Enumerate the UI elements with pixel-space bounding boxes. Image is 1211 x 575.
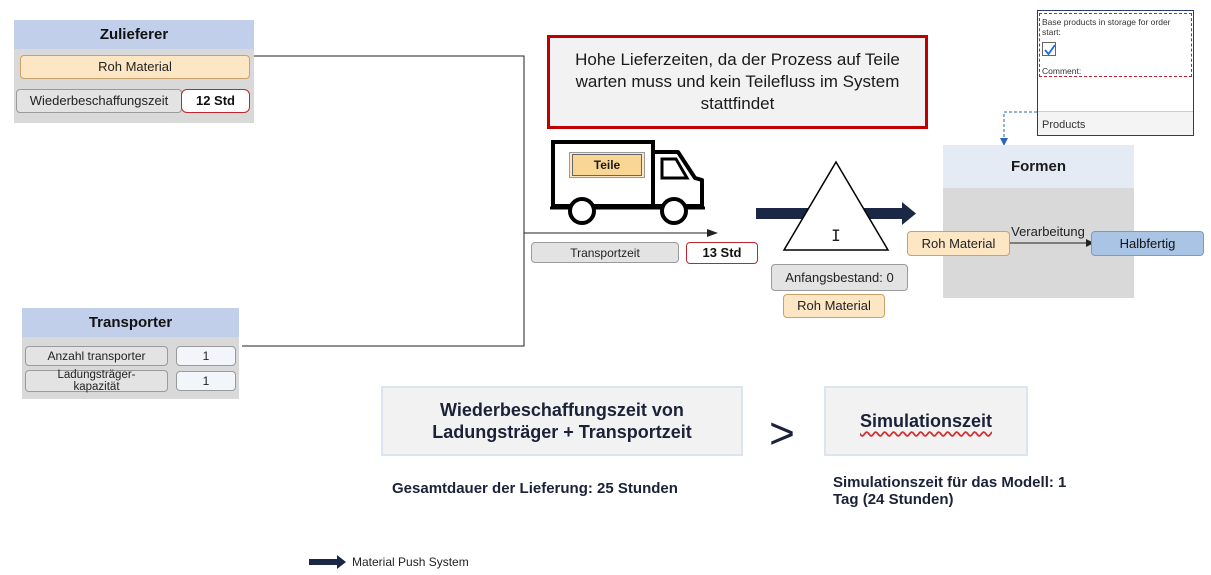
kapazitaet-input[interactable]: 1 xyxy=(176,371,236,391)
truck-wheel-rear xyxy=(568,197,596,225)
wiederbeschaffungszeit-label: Wiederbeschaffungszeit xyxy=(16,89,182,113)
greater-than-operator: > xyxy=(769,409,795,458)
verarbeitung-label: Verarbeitung xyxy=(1011,224,1085,239)
formen-input-material[interactable]: Roh Material xyxy=(907,231,1010,256)
zulieferer-connector xyxy=(254,55,525,233)
truck-window xyxy=(660,157,690,180)
simulationszeit-box-text: Simulationszeit xyxy=(859,410,993,431)
storage-dashed-connector xyxy=(1003,111,1037,140)
truck-arrow-head xyxy=(707,229,718,237)
zulieferer-title: Zulieferer xyxy=(14,20,254,49)
inventory-triangle xyxy=(782,160,890,251)
halbfertig-output[interactable]: Halbfertig xyxy=(1091,231,1204,256)
transportzeit-value[interactable]: 13 Std xyxy=(686,242,758,264)
transporter-connector xyxy=(242,233,525,347)
formen-title: Formen xyxy=(943,145,1134,188)
storage-form-footer: Products xyxy=(1038,111,1193,135)
transporter-panel: Transporter Anzahl transporter 1 Ladungs… xyxy=(22,308,239,399)
formen-panel: Formen xyxy=(943,145,1134,298)
lieferzeit-box: Wiederbeschaffungszeit von Ladungsträger… xyxy=(381,386,743,456)
transportzeit-label: Transportzeit xyxy=(531,242,679,263)
storage-form: Base products in storage for order start… xyxy=(1037,10,1194,136)
push-arrow-head xyxy=(902,202,916,225)
lieferzeit-box-text: Wiederbeschaffungszeit von Ladungsträger… xyxy=(432,400,692,442)
storage-form-comment-label: Comment: xyxy=(1042,66,1082,76)
transporter-title: Transporter xyxy=(22,308,239,337)
anzahl-transporter-label: Anzahl transporter xyxy=(25,346,168,366)
wiederbeschaffungszeit-value[interactable]: 12 Std xyxy=(181,89,250,113)
simulationszeit-box: Simulationszeit xyxy=(824,386,1028,456)
inventory-material[interactable]: Roh Material xyxy=(783,294,885,318)
zulieferer-material[interactable]: Roh Material xyxy=(20,55,250,79)
inventory-symbol: I xyxy=(831,226,841,245)
storage-form-checkbox[interactable] xyxy=(1042,42,1056,56)
zulieferer-panel: Zulieferer Roh Material Wiederbeschaffun… xyxy=(14,20,254,123)
anzahl-transporter-input[interactable]: 1 xyxy=(176,346,236,366)
anfangsbestand-label[interactable]: Anfangsbestand: 0 xyxy=(771,264,908,291)
storage-form-comment-input[interactable] xyxy=(1040,78,1191,111)
push-system-legend-label: Material Push System xyxy=(352,555,469,569)
warning-callout: Hohe Lieferzeiten, da der Prozess auf Te… xyxy=(547,35,928,129)
storage-form-heading: Base products in storage for order start… xyxy=(1042,17,1171,37)
truck-wheel-front xyxy=(660,197,688,225)
verarbeitung-arrow xyxy=(1008,239,1094,247)
checkmark-icon xyxy=(1044,44,1056,56)
storage-form-footer-label: Products xyxy=(1042,119,1086,131)
truck-cargo-label: Teile xyxy=(572,154,642,176)
storage-dashed-arrowhead xyxy=(1000,138,1008,146)
warning-callout-text: Hohe Lieferzeiten, da der Prozess auf Te… xyxy=(575,50,900,113)
gesamtdauer-note: Gesamtdauer der Lieferung: 25 Stunden xyxy=(392,480,678,497)
simulationszeit-note: Simulationszeit für das Modell: 1 Tag (2… xyxy=(833,474,1067,508)
storage-form-dashed-area xyxy=(1039,13,1192,77)
push-system-legend-arrow xyxy=(309,555,346,569)
kapazitaet-label: Ladungsträger-kapazität xyxy=(25,369,168,393)
